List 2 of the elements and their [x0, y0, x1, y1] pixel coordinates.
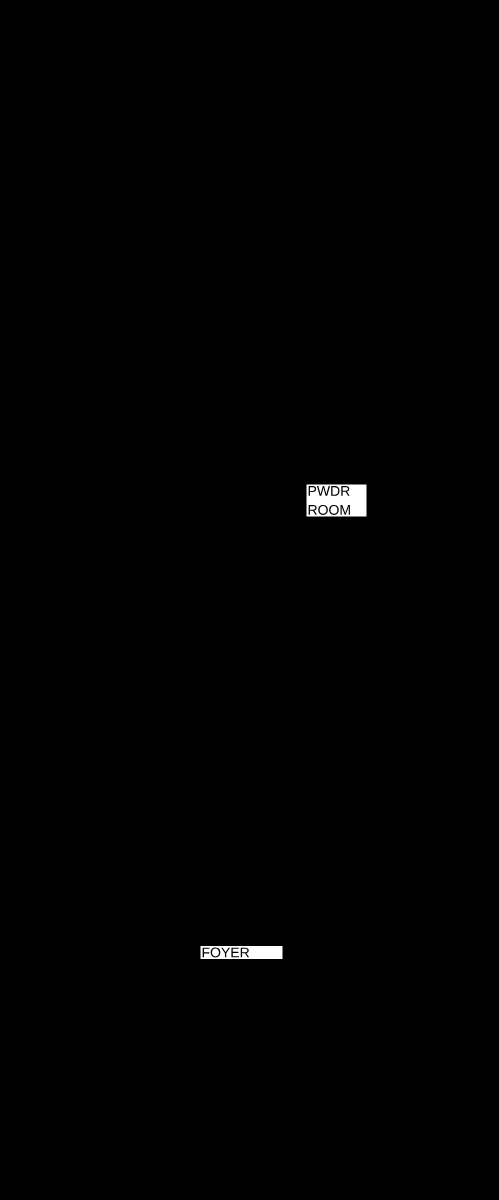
room-label: PWDR ROOM — [306, 484, 367, 517]
room-label: FOYER — [200, 946, 283, 959]
